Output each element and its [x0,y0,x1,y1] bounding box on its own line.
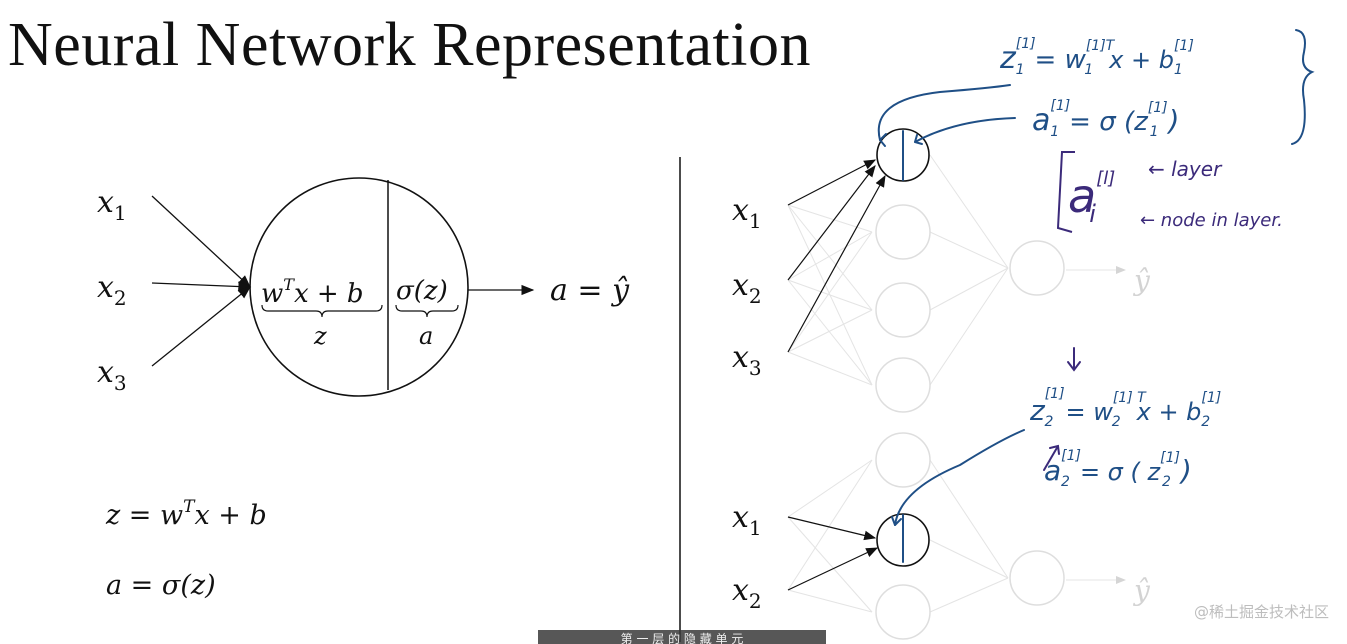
legend-node-note: ← node in layer. [1140,210,1283,231]
video-subtitle-bar: 第 一 层 的 隐 藏 单 元 [538,630,826,644]
edge-bottom-x1 [787,516,877,541]
network-top-output: ŷ [1132,264,1151,297]
neuron-input-x3: x3 [97,355,127,395]
equation-a: a = σ(z) [106,570,216,601]
edge-bottom-x2 [787,547,879,591]
activation-brace [395,304,459,318]
notes-legend: a[l]i ← layer ← node in layer. [1056,151,1283,233]
output-label: a = ŷ [550,273,630,308]
legend-bracket [1056,151,1075,233]
edge-x1-neuron [151,195,251,288]
network-bottom-output: ŷ [1132,574,1151,607]
faded-edges-top [787,154,1126,386]
pen-annotations-blue [877,29,1315,563]
network-top-input-x3: x3 [732,340,762,380]
pen-link-z2 [894,429,1025,526]
equation-z: z = wTx + b [105,497,267,531]
neuron-input-x1: x1 [97,185,127,225]
faded-nodes-top [875,204,1065,413]
network-top: ŷ x1 x2 x3 [732,128,1151,413]
pen-brace [1291,29,1315,145]
equations: z = wTx + b a = σ(z) [105,497,267,601]
neuron-input-x2: x2 [97,270,127,310]
faded-edges-bottom [787,459,1126,613]
watermark: @稀土掘金技术社区 [1193,603,1329,621]
neuron-circle [249,177,469,397]
pen-up-arrow [1043,444,1060,471]
network-bottom-input-x1: x1 [732,500,762,540]
faded-nodes-bottom [875,432,1065,640]
pen-down-arrow [1067,347,1081,372]
linear-label-z: z [313,322,327,350]
network-top-input-x1: x1 [732,193,762,233]
note-a1-equation: a[1]1= σ (z[1]1) [1032,98,1179,140]
note-a2-equation: a[1]2= σ ( z[1]2) [1044,448,1192,490]
edge-top-x2 [787,165,876,281]
legend-layer-note: ← layer [1148,157,1223,181]
network-top-input-x2: x2 [732,268,762,308]
edge-top-x1 [787,159,877,206]
single-neuron-diagram: x1 x2 x3 wTx + b z σ(z) a a = ŷ [97,177,630,397]
legend-symbol: a[l]i [1068,168,1115,228]
edge-x3-neuron [151,286,252,367]
network-bottom-input-x2: x2 [732,573,762,613]
linear-brace [261,304,383,318]
activation-expression: σ(z) [396,276,448,306]
pen-annotations-purple [1043,347,1081,471]
pen-link-z1 [877,84,1011,141]
linear-expression: wTx + b [261,275,364,309]
activation-label-a: a [419,322,433,350]
edge-top-x3 [787,174,886,353]
network-bottom: ŷ x1 x2 [732,432,1151,640]
edge-x2-neuron [151,281,252,292]
slide-title: Neural Network Representation [8,11,812,79]
pen-link-a1 [914,117,1016,143]
